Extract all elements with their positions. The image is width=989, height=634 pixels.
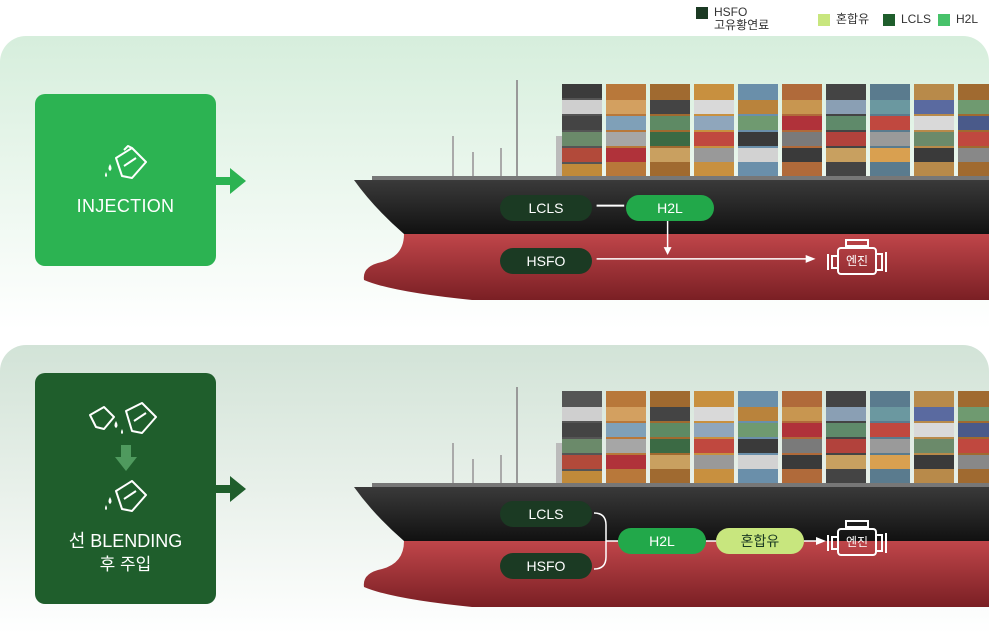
arrow-right-icon (216, 476, 246, 502)
legend-h2l: H2L (938, 13, 978, 26)
legend: HSFO 고유황연료 혼합유 LCLS H2L (690, 6, 989, 36)
legend-h2l-label: H2L (956, 12, 979, 26)
injection-method-box: INJECTION (35, 94, 216, 266)
blending-h2l-pill: H2L (618, 528, 706, 554)
injection-panel: INJECTION (0, 36, 989, 329)
legend-swatch-hsfo (696, 7, 708, 19)
legend-hsfo-label: HSFO (714, 5, 748, 19)
two-fuel-cans-icon (88, 401, 157, 434)
fuel-can-icon (104, 479, 147, 512)
injection-h2l-pill: H2L (626, 195, 714, 221)
injection-label: INJECTION (76, 195, 175, 216)
fuel-can-icon (104, 144, 147, 179)
injection-engine: 엔진 (824, 234, 890, 282)
arrow-down-icon (114, 444, 137, 471)
injection-lcls-pill: LCLS (500, 195, 592, 221)
blending-panel: 선 BLENDING 후 주입 (0, 345, 989, 634)
blending-lcls-pill: LCLS (500, 501, 592, 527)
blending-method-box: 선 BLENDING 후 주입 (35, 373, 216, 604)
legend-swatch-h2l (938, 14, 950, 26)
injection-engine-label: 엔진 (845, 254, 869, 268)
container-ship-illustration (354, 80, 989, 300)
legend-blend-label: 혼합유 (836, 12, 870, 26)
engine-icon (827, 520, 887, 556)
legend-lcls: LCLS (883, 13, 931, 26)
blending-engine: 엔진 (824, 515, 890, 563)
blending-label-line1: 선 BLENDING (68, 530, 183, 551)
legend-hsfo-sublabel: 고유황연료 (714, 18, 770, 32)
arrow-right-icon (216, 168, 246, 194)
legend-swatch-lcls (883, 14, 895, 26)
injection-hsfo-pill: HSFO (500, 248, 592, 274)
blending-label-line2: 후 주입 (99, 554, 152, 574)
blending-engine-label: 엔진 (845, 535, 869, 549)
container-ship-illustration (354, 387, 989, 607)
legend-lcls-label: LCLS (901, 12, 932, 26)
blending-hsfo-pill: HSFO (500, 553, 592, 579)
blending-mix-pill: 혼합유 (716, 528, 804, 554)
legend-blend: 혼합유 (818, 13, 869, 26)
legend-hsfo: HSFO 고유황연료 (696, 6, 769, 32)
legend-swatch-blend (818, 14, 830, 26)
engine-icon (827, 239, 887, 275)
